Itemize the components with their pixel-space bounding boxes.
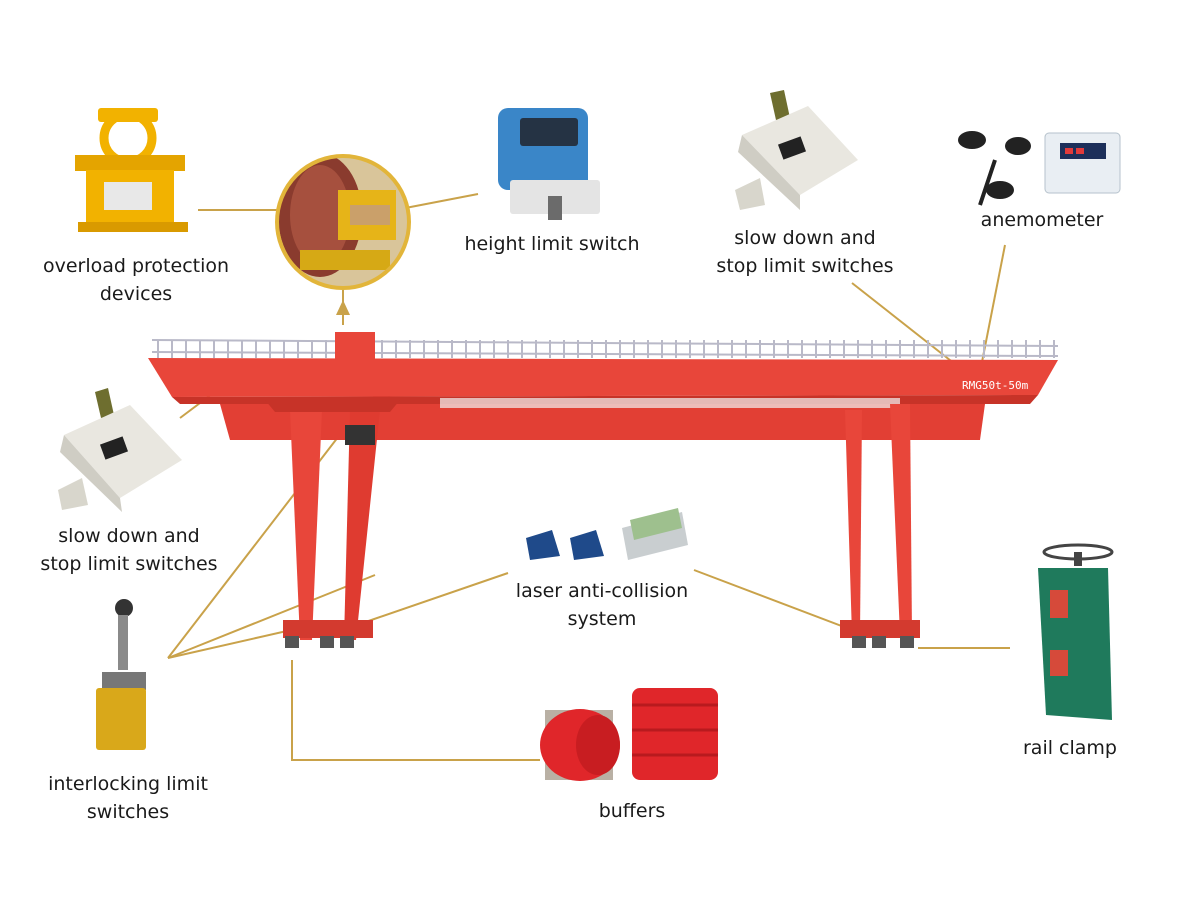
leader-laser-left — [347, 572, 509, 629]
buffers-device — [540, 688, 718, 781]
label-rail-clamp: rail clamp — [1010, 734, 1130, 762]
label-slow-down-left: slow down and stop limit switches — [24, 522, 234, 578]
right-sill-beam — [840, 620, 920, 638]
label-line: laser anti-collision — [515, 580, 689, 602]
slow-down-switch-top-device — [735, 90, 858, 210]
label-line: slow down and — [734, 227, 876, 249]
label-overload-protection: overload protection devices — [36, 252, 236, 308]
lower-beam — [220, 404, 985, 440]
label-line: interlocking limit — [48, 773, 208, 795]
height-limit-switch-device — [498, 108, 600, 220]
leader-interlock-2 — [167, 574, 376, 659]
label-line: devices — [99, 283, 173, 305]
label-line: slow down and — [58, 525, 200, 547]
interlocking-limit-switch-device — [96, 599, 146, 750]
label-laser-anti-collision: laser anti-collision system — [502, 577, 702, 633]
label-line: stop limit switches — [40, 553, 218, 575]
right-leg-front — [890, 404, 912, 635]
overload-protection-device — [75, 108, 188, 232]
up-arrow — [336, 300, 350, 315]
label-line: stop limit switches — [716, 255, 894, 277]
anemometer-device — [958, 131, 1121, 206]
crane-nameplate: RMG50t-50m — [962, 379, 1029, 392]
main-girder — [148, 358, 1058, 397]
label-line: anemometer — [980, 209, 1104, 231]
slow-down-switch-left-device — [58, 388, 182, 512]
label-line: height limit switch — [464, 233, 640, 255]
laser-anti-collision-device — [526, 508, 688, 560]
leader-interlock-3 — [167, 627, 301, 659]
cab — [345, 425, 375, 445]
leader-buffers — [291, 660, 540, 761]
trolley — [335, 332, 375, 362]
gantry-crane: RMG50t-50m — [148, 332, 1059, 648]
label-buffers: buffers — [572, 797, 692, 825]
left-sill-beam — [283, 620, 373, 638]
leader-anemometer — [981, 244, 1006, 363]
label-anemometer: anemometer — [972, 206, 1112, 234]
wheels — [285, 636, 914, 648]
label-interlocking-limit-switches: interlocking limit switches — [28, 770, 228, 826]
left-leg-front — [290, 410, 322, 640]
left-leg-rear — [344, 410, 380, 640]
label-line: rail clamp — [1023, 737, 1117, 759]
label-line: buffers — [598, 800, 666, 822]
right-leg-rear — [845, 410, 862, 635]
leader-laser-right — [693, 569, 869, 637]
label-line: overload protection — [42, 255, 230, 277]
rail-clamp-device — [1038, 543, 1114, 720]
label-line: system — [567, 608, 637, 630]
label-line: switches — [86, 801, 170, 823]
label-slow-down-top: slow down and stop limit switches — [700, 224, 910, 280]
walkway-railing — [151, 339, 1059, 358]
label-height-limit-switch: height limit switch — [452, 230, 652, 258]
hoist-zoom-circle — [275, 154, 411, 290]
